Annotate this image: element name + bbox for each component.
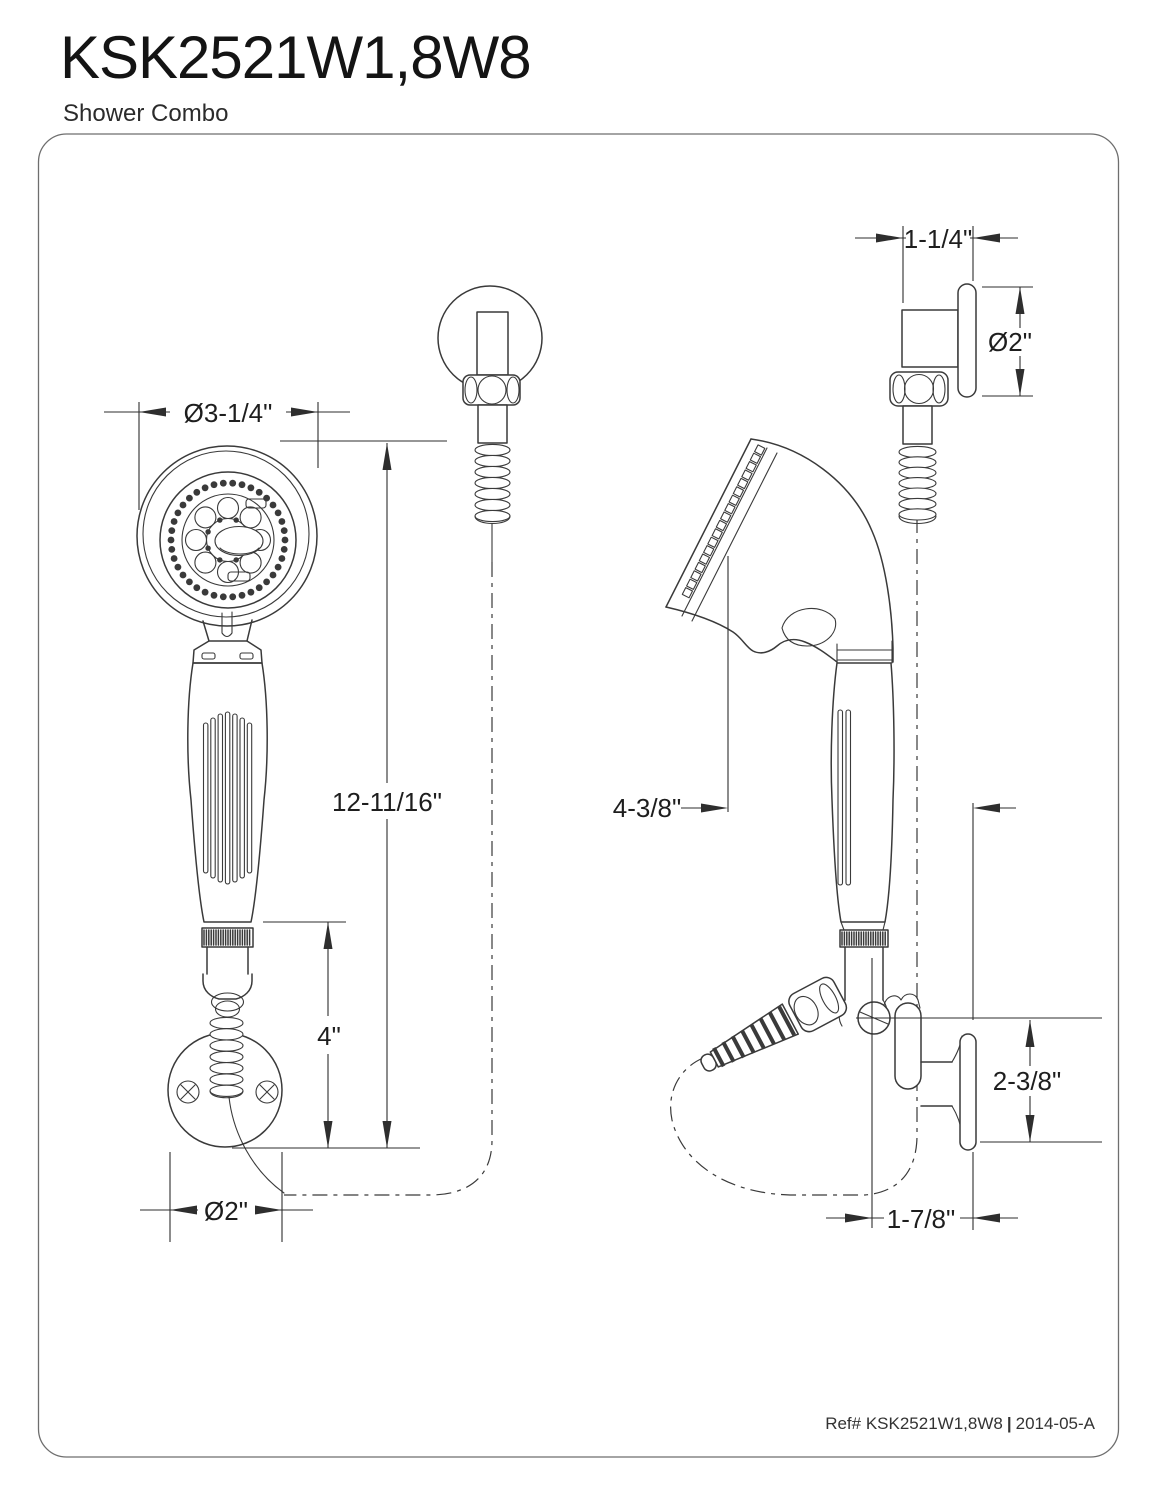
dim-label-bracket-diameter: Ø2" <box>204 1196 248 1226</box>
handle-grip-ribs <box>202 711 253 885</box>
supply-stem <box>476 311 509 376</box>
elbow-body <box>901 309 959 368</box>
dim-head-diameter: Ø3-1/4" <box>104 397 350 510</box>
hose <box>228 1096 285 1194</box>
dim-head-depth: 4-3/8" <box>613 556 1016 1020</box>
dim-label-supply-projection: 1-1/4" <box>904 224 973 254</box>
dim-label-supply-flange-diameter: Ø2" <box>988 327 1032 357</box>
cradle-wall-flange <box>959 1033 977 1151</box>
spray-nozzle-dot-ring <box>167 479 289 601</box>
hose-strain-relief-ribs <box>712 1005 797 1068</box>
knurl-texture <box>203 929 251 946</box>
handle-shoulder <box>192 640 263 664</box>
front-view <box>136 445 318 1194</box>
handle <box>187 662 268 923</box>
hose-swivel-connector <box>700 976 848 1072</box>
hose-coil <box>209 1016 244 1097</box>
knurl-texture <box>841 931 886 946</box>
dim-label-overall-height: 12-11/16" <box>332 787 442 817</box>
ball-joint-housing <box>202 973 253 1000</box>
revision-code: 2014-05-A <box>1015 1414 1095 1433</box>
hose-centerline <box>284 518 918 1196</box>
dim-cradle-height: 2-3/8" <box>856 1017 1102 1143</box>
hose-nut <box>889 371 949 407</box>
hose-coil <box>474 443 511 523</box>
supply-elbow-front-view <box>437 285 543 563</box>
dim-cradle-projection: 1-7/8" <box>826 958 1018 1234</box>
dim-label-bracket-height: 4" <box>317 1021 341 1051</box>
head-body <box>750 438 894 663</box>
page-title: KSK2521W1,8W8 <box>60 24 532 91</box>
head-neck <box>202 619 253 642</box>
side-view <box>665 438 977 1151</box>
drawing-reference: Ref# KSK2521W1,8W8|2014-05-A <box>825 1414 1095 1434</box>
mounting-screw-left <box>176 1080 200 1104</box>
mounting-screw-right <box>255 1080 279 1104</box>
spray-center-outlet <box>214 525 264 557</box>
dim-bracket-diameter: Ø2" <box>140 1152 313 1242</box>
dim-supply-projection: 1-1/4" <box>855 222 1018 303</box>
spray-rosette <box>181 493 275 587</box>
knurled-connector-ring <box>201 927 254 948</box>
supply-flange-profile <box>957 283 977 398</box>
dim-label-cradle-height: 2-3/8" <box>993 1066 1062 1096</box>
footer-divider: | <box>1006 1414 1012 1433</box>
shower-head-face <box>159 471 297 609</box>
dim-label-cradle-projection: 1-7/8" <box>887 1204 956 1234</box>
sheet-border <box>37 133 1120 1458</box>
dim-overall-height: 12-11/16" <box>232 440 454 1149</box>
hose-coil <box>898 445 937 521</box>
supply-elbow-side-view <box>889 283 977 525</box>
dim-label-head-depth: 4-3/8" <box>613 793 682 823</box>
page-subtitle: Shower Combo <box>63 100 229 127</box>
head-face-edge <box>665 438 752 608</box>
handle-profile <box>830 662 895 923</box>
dim-bracket-height: 4" <box>263 921 346 1148</box>
dim-label-head-diameter: Ø3-1/4" <box>184 398 273 428</box>
cradle-hook <box>883 993 977 1151</box>
reference-number: Ref# KSK2521W1,8W8 <box>825 1414 1003 1433</box>
shower-head-inner-rim <box>142 450 310 618</box>
spray-face-profile <box>681 444 766 599</box>
knurled-connector-ring <box>839 929 889 948</box>
dim-supply-flange-diameter: Ø2" <box>982 286 1036 397</box>
hose-nut <box>462 374 521 406</box>
